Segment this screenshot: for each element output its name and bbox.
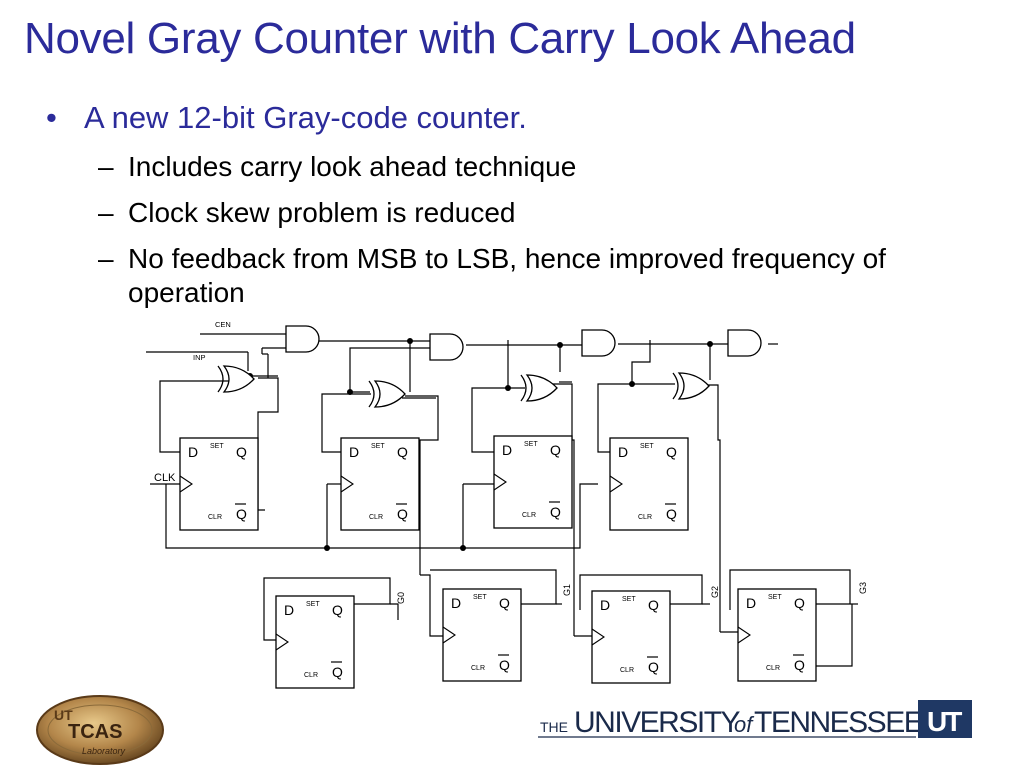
ff-qbar-label: Q — [332, 664, 343, 680]
flipflop: D SET Q CLR Q — [737, 588, 817, 682]
university-word: UNIVERSITY — [574, 706, 741, 739]
ff-set-label: SET — [622, 596, 636, 603]
ff-qbar-label: Q — [648, 659, 659, 675]
ff-clr-label: CLR — [304, 672, 318, 679]
output-labels: G0 G1 G2 G3 — [396, 582, 868, 604]
subbullet-text: Includes carry look ahead technique — [128, 151, 577, 182]
ff-q-label: Q — [397, 444, 408, 460]
ff-set-label: SET — [524, 441, 538, 448]
cen-label: CEN — [215, 320, 231, 329]
tcas-lab-logo: UT TCAS Laboratory — [36, 695, 164, 765]
xor-gate — [368, 380, 406, 408]
ff-set-label: SET — [768, 594, 782, 601]
ff-d-label: D — [618, 444, 628, 460]
ff-d-label: D — [600, 597, 610, 613]
output-g3-label: G3 — [858, 582, 868, 594]
signal-labels: CEN INP CLK — [154, 320, 231, 484]
ff-qbar-label: Q — [499, 657, 510, 673]
and-gate — [727, 329, 762, 357]
flipflop: D SET Q CLR Q — [591, 590, 671, 684]
university-of: of — [734, 712, 755, 737]
subbullet-text: No feedback from MSB to LSB, hence impro… — [128, 243, 886, 308]
university-the: THE — [540, 719, 568, 735]
subbullet-marker: – — [98, 197, 114, 228]
ff-d-label: D — [502, 442, 512, 458]
ff-d-label: D — [284, 602, 294, 618]
inp-label: INP — [193, 353, 206, 362]
ff-clr-label: CLR — [208, 514, 222, 521]
ff-clr-label: CLR — [522, 512, 536, 519]
lab-logo-main: TCAS — [68, 721, 122, 743]
ff-d-label: D — [188, 444, 198, 460]
ff-set-label: SET — [371, 443, 385, 450]
flipflop: D SET Q CLR Q — [179, 437, 259, 531]
output-g1-label: G1 — [562, 584, 572, 596]
subbullet-text: Clock skew problem is reduced — [128, 197, 516, 228]
ff-clr-label: CLR — [620, 667, 634, 674]
ff-set-label: SET — [306, 601, 320, 608]
ff-d-label: D — [746, 595, 756, 611]
xor-gate — [520, 374, 558, 402]
subbullet-marker: – — [98, 151, 114, 182]
university-state: TENNESSEE — [754, 706, 923, 739]
lab-logo-sub: Laboratory — [82, 746, 126, 756]
ff-qbar-label: Q — [236, 506, 247, 522]
university-logo: THE UNIVERSITY of TENNESSEE UT — [538, 700, 972, 739]
flipflop: D SET Q CLR Q — [275, 595, 355, 689]
ff-qbar-label: Q — [794, 657, 805, 673]
circuit-wires — [146, 333, 858, 667]
xor-gates — [217, 365, 710, 408]
ut-mark-icon — [918, 700, 972, 738]
slide-title: Novel Gray Counter with Carry Look Ahead — [24, 14, 856, 63]
ff-set-label: SET — [473, 594, 487, 601]
ff-clr-label: CLR — [766, 665, 780, 672]
bullet-marker: • — [46, 100, 57, 135]
output-g2-label: G2 — [710, 586, 720, 598]
clk-label: CLK — [154, 472, 176, 484]
flipflop: D SET Q CLR Q — [493, 435, 573, 529]
and-gate — [429, 333, 464, 361]
ff-q-label: Q — [236, 444, 247, 460]
ff-q-label: Q — [332, 602, 343, 618]
ff-qbar-label: Q — [666, 506, 677, 522]
and-gate — [581, 329, 616, 357]
ff-q-label: Q — [499, 595, 510, 611]
ff-q-label: Q — [794, 595, 805, 611]
flipflop: D SET Q CLR Q — [442, 588, 522, 682]
xor-gate — [217, 365, 255, 393]
ff-q-label: Q — [666, 444, 677, 460]
ff-set-label: SET — [640, 443, 654, 450]
and-gate — [285, 325, 320, 353]
ff-qbar-label: Q — [397, 506, 408, 522]
ff-clr-label: CLR — [638, 514, 652, 521]
output-g0-label: G0 — [396, 592, 406, 604]
ff-d-label: D — [349, 444, 359, 460]
flipflop: D SET Q CLR Q — [609, 437, 689, 531]
flipflop: D SET Q CLR Q — [340, 437, 420, 531]
ff-qbar-label: Q — [550, 504, 561, 520]
ff-d-label: D — [451, 595, 461, 611]
ff-clr-label: CLR — [369, 514, 383, 521]
subbullet-marker: – — [98, 243, 114, 274]
xor-gate — [672, 372, 710, 400]
and-gates — [285, 325, 762, 361]
ff-q-label: Q — [550, 442, 561, 458]
ff-q-label: Q — [648, 597, 659, 613]
ff-set-label: SET — [210, 443, 224, 450]
ut-mark: UT — [927, 706, 962, 737]
ff-clr-label: CLR — [471, 665, 485, 672]
bullet-text: A new 12-bit Gray-code counter. — [84, 100, 527, 135]
lab-logo-top: UT — [54, 707, 73, 723]
